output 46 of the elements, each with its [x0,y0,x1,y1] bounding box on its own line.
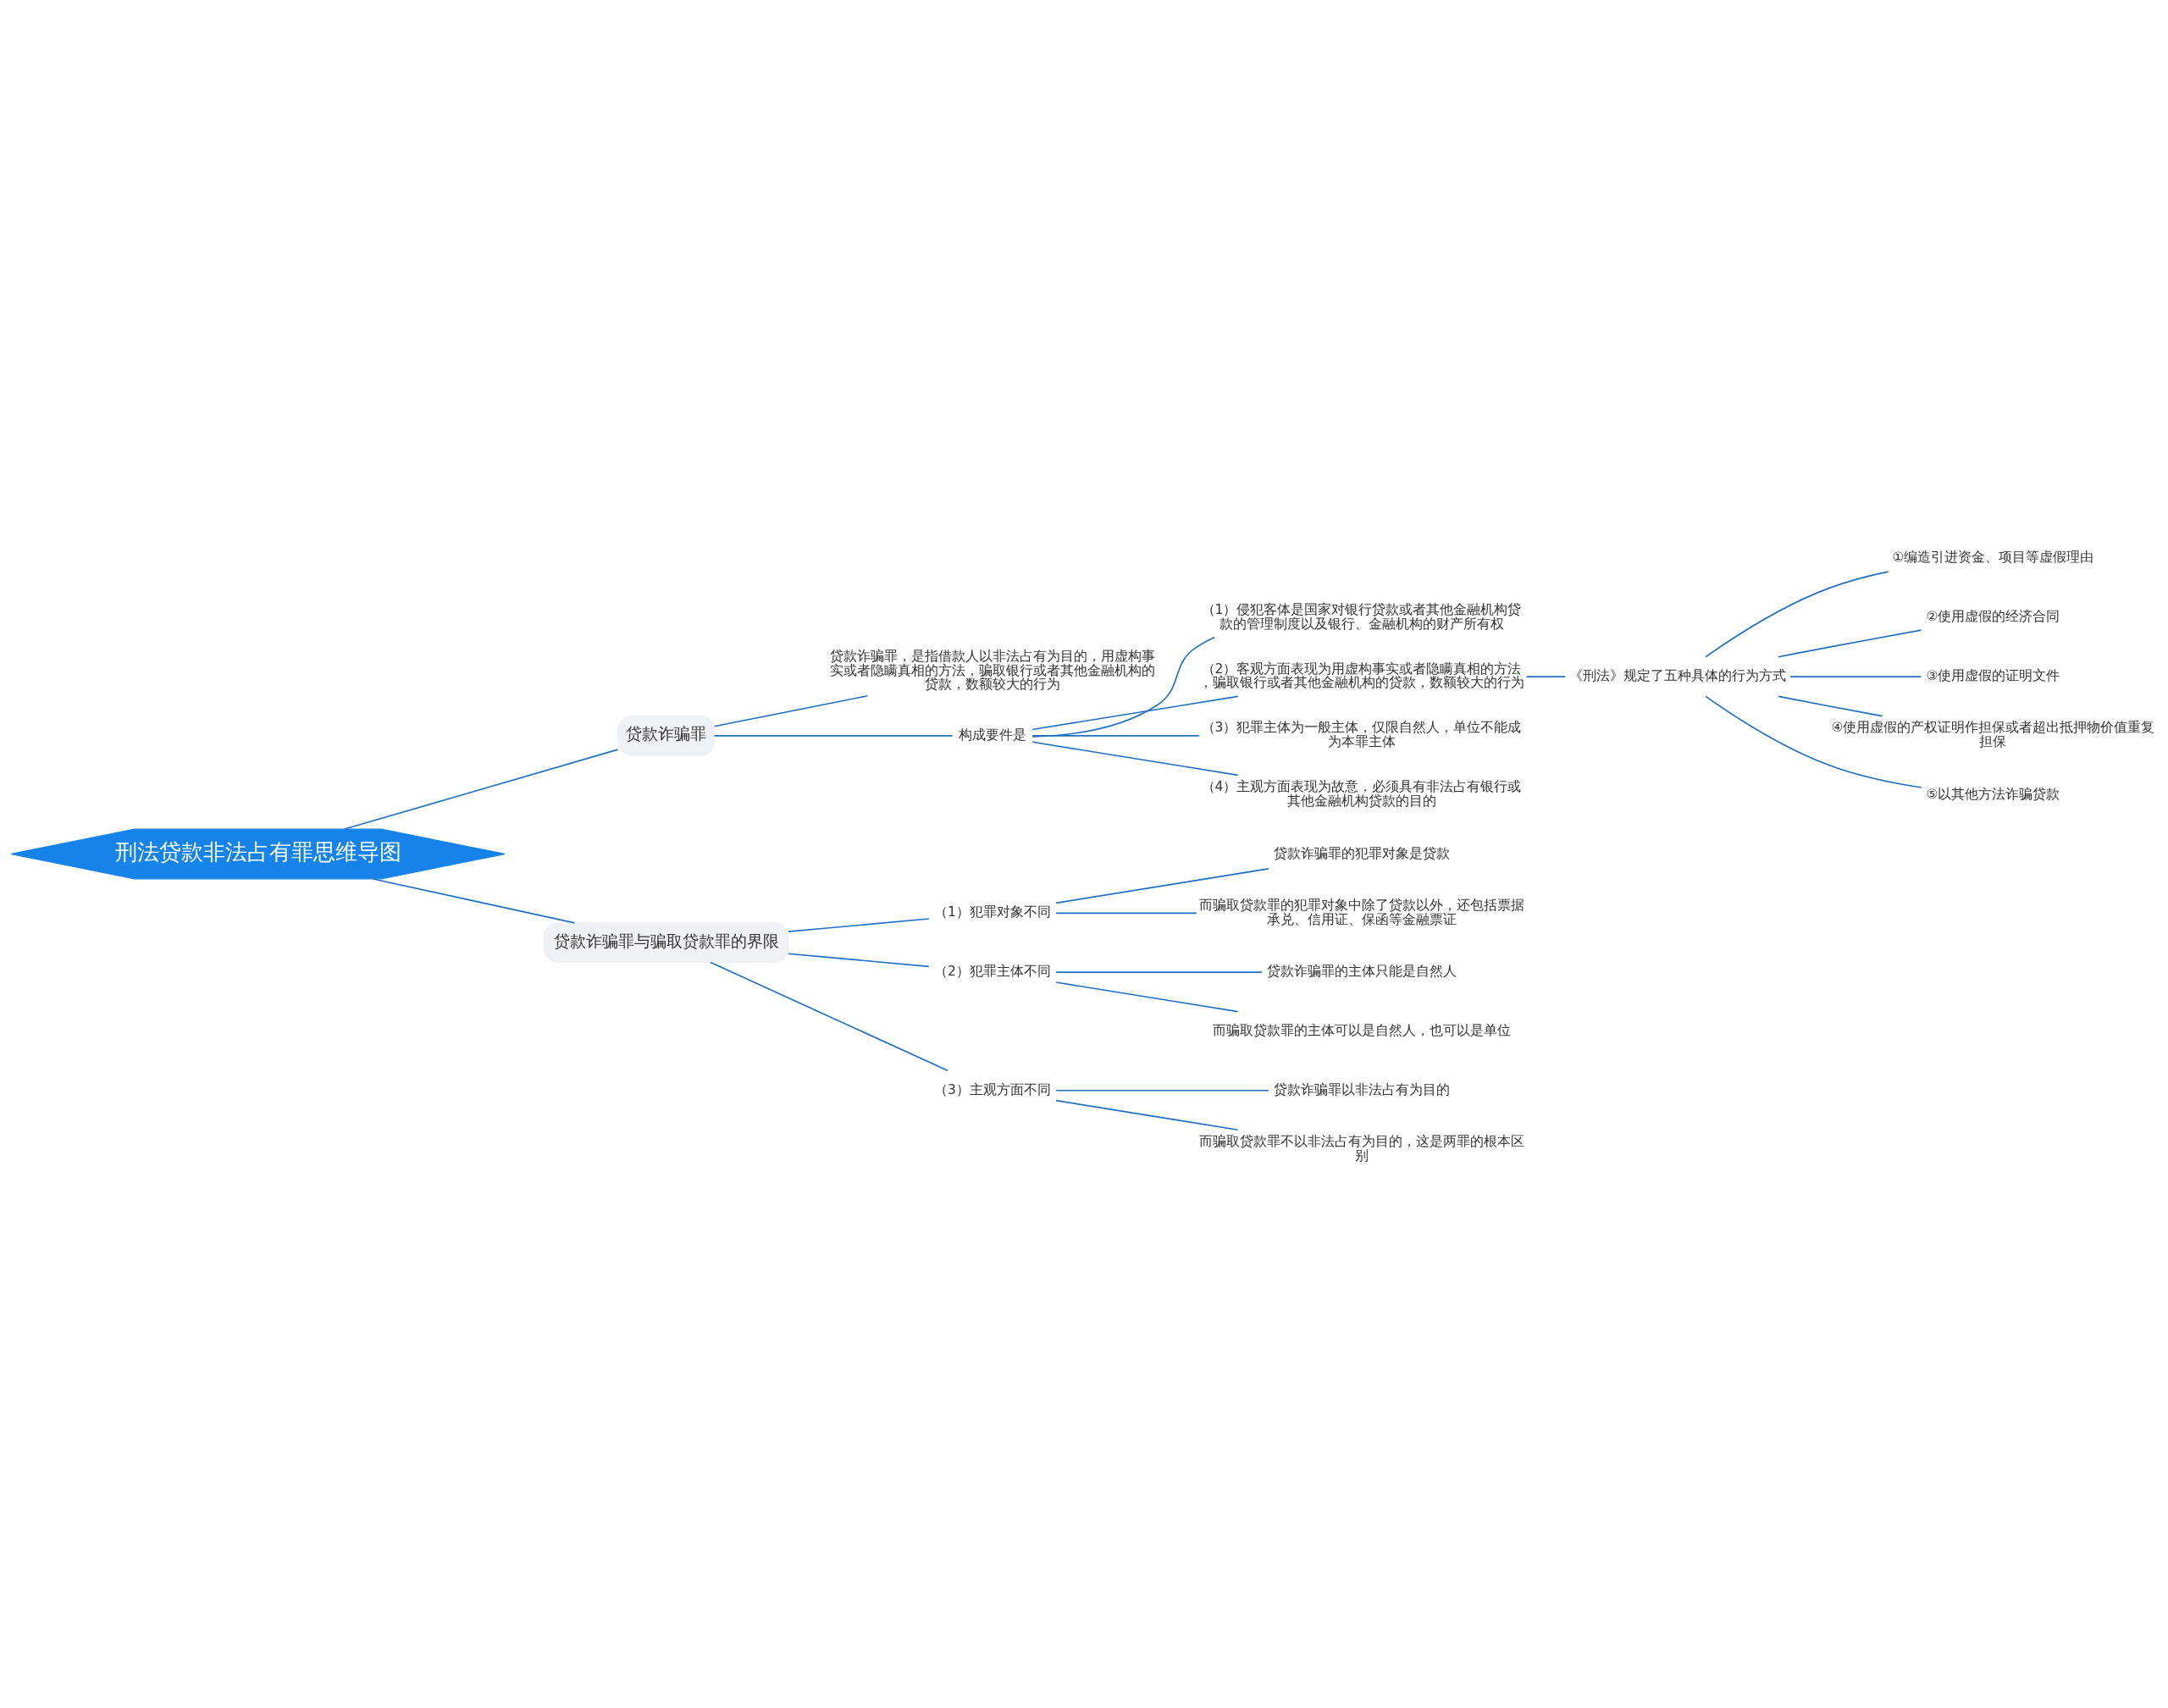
connector [1778,629,1922,658]
node-text: ②使用虚假的经济合同 [1926,609,2060,625]
connector [1705,571,1889,658]
node-text: 而骗取贷款罪不以非法占有为目的，这是两罪的根本区别 [1198,1134,1524,1164]
connector [1055,868,1269,904]
node-box: 贷款诈骗罪与骗取贷款罪的界限 [543,922,789,964]
connector [788,918,930,932]
connector [344,749,619,830]
node-text: 贷款诈骗罪，是指借款人以非法占有为目的，用虚构事实或者隐瞒真相的方法，骗取银行或者其他金融机构的贷款，数额较大的行为 [829,648,1155,693]
node-text: （3）犯罪主体为一般主体，仅限自然人，单位不能成为本罪主体 [1201,720,1522,750]
connector [1031,741,1239,777]
connector [1789,676,1922,677]
node-box: 贷款诈骗罪 [617,715,716,756]
node-text: ①编造引进资金、项目等虚假理由 [1892,550,2094,566]
connector [1525,676,1567,677]
connector [788,953,930,968]
connector [713,694,869,727]
connector [1031,735,1200,737]
connector [1055,971,1263,973]
connector [1705,695,1922,788]
node-text: （2）犯罪主体不同 [933,964,1051,980]
connector [1031,695,1239,731]
connector [713,735,954,737]
node-text: 贷款诈骗罪以非法占有为目的 [1273,1081,1450,1097]
node-text: （1）犯罪对象不同 [933,904,1051,920]
node-text: （1）侵犯客体是国家对银行贷款或者其他金融机构贷款的管理制度以及银行、金融机构的财产所有权 [1201,601,1522,632]
connector [1055,1089,1269,1092]
node-text: ⑤以其他方法诈骗贷款 [1926,786,2060,802]
node-text: （2）客观方面表现为用虚构事实或者隐瞒真相的方法，骗取银行或者其他金融机构的贷款，数额较大的行为 [1198,661,1524,691]
node-text: 构成要件是 [958,727,1026,743]
connector [1031,636,1215,738]
connector [1055,981,1239,1013]
node-text: 贷款诈骗罪的犯罪对象是贷款 [1273,845,1450,861]
connector [710,961,948,1072]
connector [1055,912,1197,915]
connector [1778,695,1883,717]
node-text: 《刑法》规定了五种具体的行为方式 [1569,668,1787,684]
node-text: ③使用虚假的证明文件 [1926,668,2060,684]
node-text: （4）主观方面表现为故意，必须具有非法占有银行或其他金融机构贷款的目的 [1201,779,1522,810]
connector [372,878,576,924]
node-text: 贷款诈骗罪的主体只能是自然人 [1266,964,1457,980]
node-text: 而骗取贷款罪的主体可以是自然人，也可以是单位 [1212,1022,1511,1038]
node-text: ④使用虚假的产权证明作担保或者超出抵押物价值重复担保 [1831,720,2155,750]
node-text: （3）主观方面不同 [933,1081,1051,1097]
node-text: 而骗取贷款罪的犯罪对象中除了贷款以外，还包括票据承兑、信用证、保函等金融票证 [1198,897,1524,927]
connector [1055,1099,1239,1131]
